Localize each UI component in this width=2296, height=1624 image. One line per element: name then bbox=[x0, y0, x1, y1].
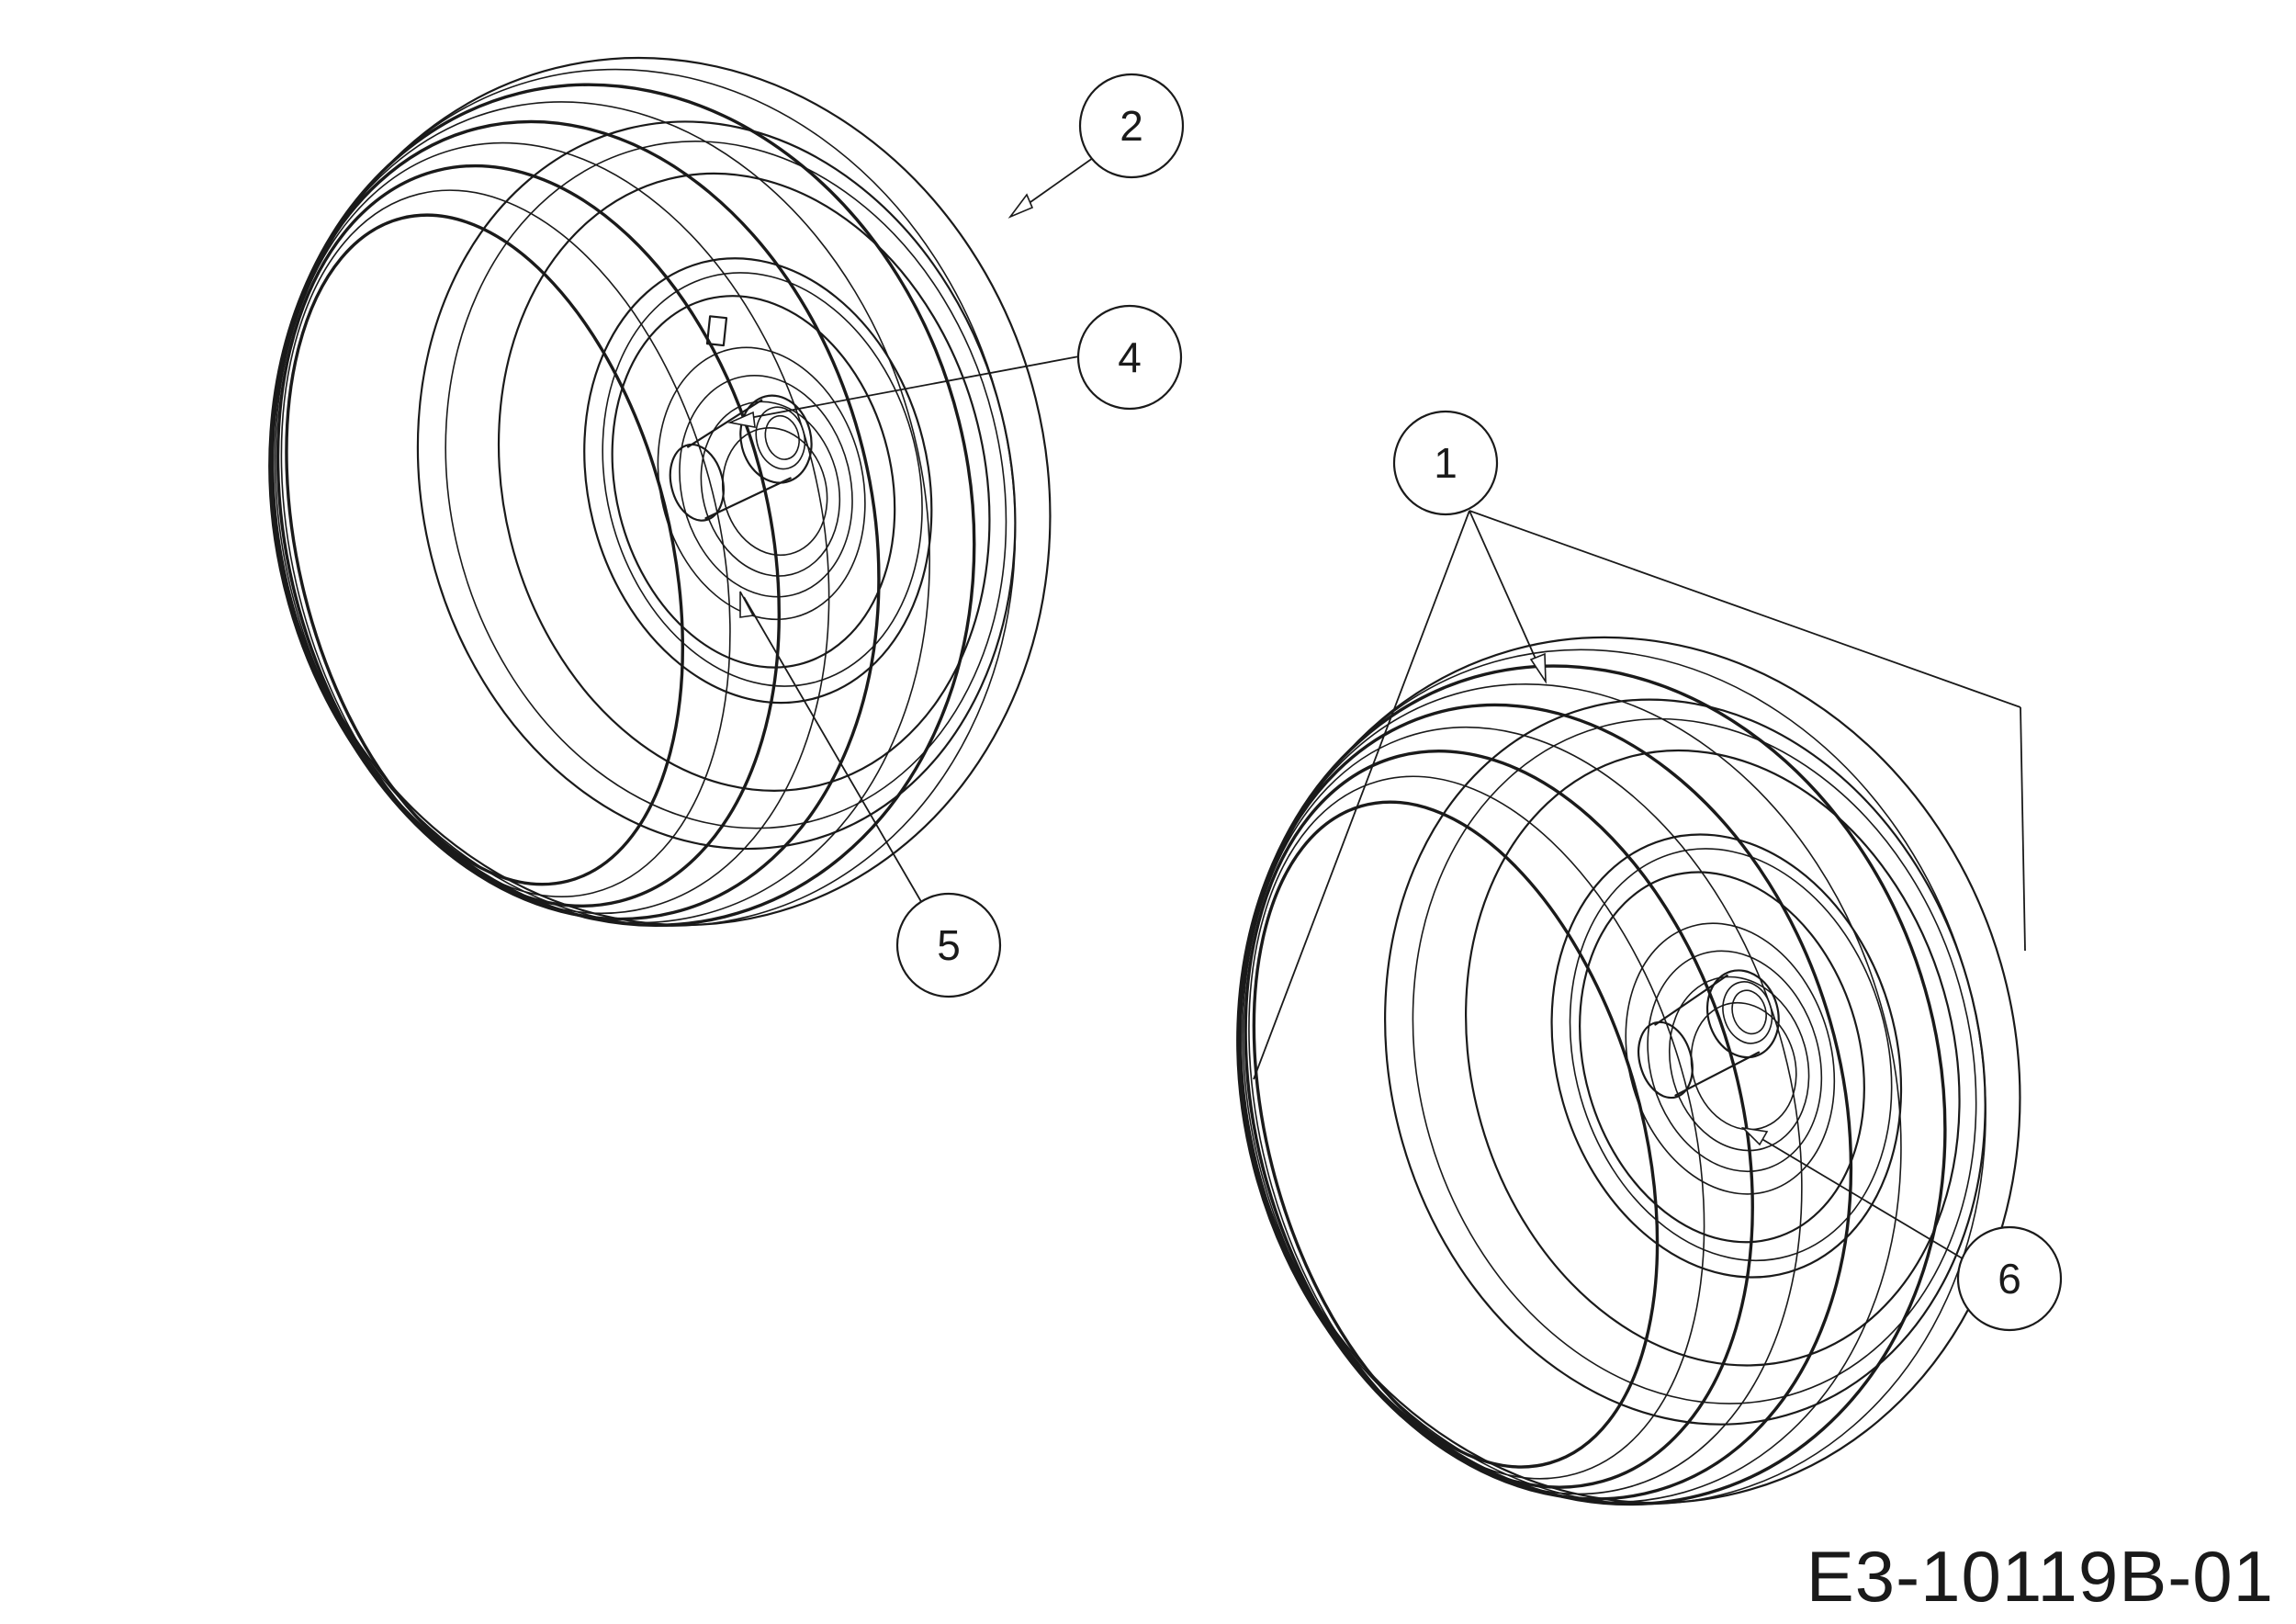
arrowhead-2 bbox=[1007, 193, 1034, 219]
leader-5 bbox=[743, 596, 924, 906]
leader-lines bbox=[727, 157, 2026, 1261]
tire-tread-right bbox=[1236, 636, 2021, 1506]
callout-1-label: 1 bbox=[1434, 439, 1458, 487]
leader-1d bbox=[2020, 706, 2026, 952]
valve-stem-left bbox=[705, 315, 728, 347]
callout-4: 4 bbox=[1076, 304, 1183, 411]
arrowhead-4 bbox=[727, 411, 756, 428]
hub-left bbox=[669, 394, 813, 522]
tire-sidewall-left bbox=[416, 120, 1017, 851]
rim-right bbox=[1550, 833, 1903, 1279]
arrowhead-1 bbox=[1529, 652, 1547, 684]
wheel-assembly-right bbox=[1236, 636, 2021, 1506]
tire-tread-left bbox=[268, 56, 1052, 927]
callout-5: 5 bbox=[895, 892, 1002, 998]
callout-2: 2 bbox=[1078, 73, 1185, 179]
arrowhead-6 bbox=[1740, 1126, 1769, 1146]
callout-6: 6 bbox=[1956, 1225, 2063, 1332]
callout-1: 1 bbox=[1392, 410, 1499, 516]
callout-4-label: 4 bbox=[1118, 333, 1142, 381]
callout-5-label: 5 bbox=[937, 921, 961, 969]
wheel-assembly-left bbox=[268, 56, 1052, 927]
arrowhead-5 bbox=[739, 591, 755, 618]
leader-1b bbox=[1469, 510, 1544, 676]
leader-1a bbox=[1253, 510, 1470, 1080]
hub-right bbox=[1638, 969, 1780, 1100]
callout-2-label: 2 bbox=[1120, 102, 1143, 150]
tire-sidewall-right bbox=[1384, 698, 1986, 1426]
leader-1c bbox=[1469, 510, 2021, 708]
rim-left bbox=[583, 257, 933, 705]
callout-6-label: 6 bbox=[1998, 1255, 2021, 1303]
drawing-number: E3-10119B-01 bbox=[1806, 1536, 2274, 1617]
leader-6 bbox=[1749, 1131, 1966, 1261]
leader-4 bbox=[734, 355, 1080, 422]
